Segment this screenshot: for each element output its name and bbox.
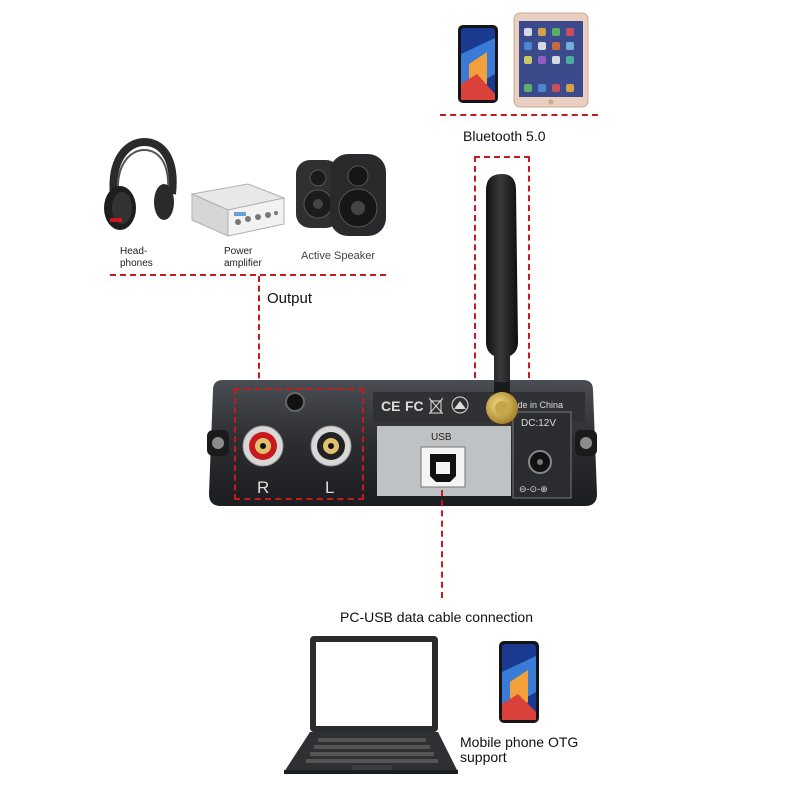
channel-l-label: L — [325, 478, 335, 497]
output-label: Output — [267, 290, 313, 307]
smartphone-icon — [458, 25, 498, 103]
bluetooth-source-group — [455, 10, 605, 110]
otg-label: Mobile phone OTG support — [460, 734, 579, 765]
active-speaker-label: Active Speaker — [301, 250, 375, 262]
laptop-icon — [284, 636, 458, 774]
made-in-label: Made in China — [505, 400, 564, 410]
output-divider — [110, 274, 386, 276]
headphones-icon — [104, 137, 177, 230]
output-jacks-highlight-box — [234, 388, 364, 500]
mobile-phone-icon — [499, 641, 539, 723]
active-speaker-icon — [296, 154, 386, 236]
dc-label: DC:12V — [521, 418, 557, 429]
certification-logo-icon — [451, 396, 469, 414]
usb-connection-label: PC-USB data cable connection — [340, 609, 533, 625]
usb-connector-line — [441, 490, 443, 598]
output-connector-line — [258, 276, 260, 388]
channel-r-label: R — [257, 478, 270, 497]
polarity-symbol: ⊖-⊙-⊕ — [519, 484, 548, 494]
recycle-bin-icon — [429, 398, 443, 414]
bluetooth-label: Bluetooth 5.0 — [463, 128, 546, 144]
tablet-icon — [513, 12, 589, 108]
usb-label: USB — [431, 432, 452, 443]
rca-jack-right — [242, 425, 284, 467]
headphones-label: Head- phones — [120, 246, 153, 269]
power-amplifier-label: Power amplifier — [224, 246, 262, 269]
rca-jack-left — [310, 425, 352, 467]
ce-mark: CE — [381, 398, 401, 414]
power-amplifier-icon — [190, 183, 286, 237]
usb-b-port — [420, 446, 466, 488]
fc-mark: FC — [405, 398, 424, 414]
bluetooth-divider — [440, 114, 598, 116]
antenna-icon — [486, 174, 518, 424]
